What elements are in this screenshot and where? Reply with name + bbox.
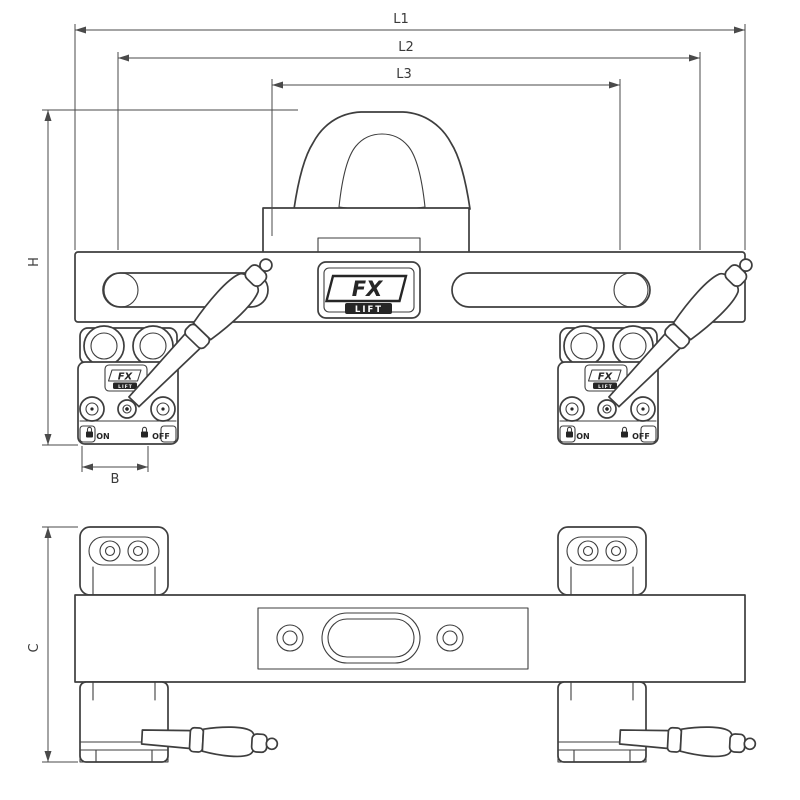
beam-notch: [317, 237, 421, 253]
slot-right: [451, 272, 651, 308]
magnet-block-bottom-right: [557, 681, 757, 763]
brand-fx: FX: [352, 277, 384, 301]
dimension-c: C: [27, 526, 78, 763]
dimension-label-l1: L1: [393, 12, 409, 27]
dimension-h: H: [27, 109, 298, 446]
center-plate: [257, 607, 529, 670]
bolt-hole-left: [276, 624, 304, 652]
brand-plate: FX LIFT: [317, 261, 421, 319]
dimension-label-b: B: [111, 472, 120, 487]
center-capsule-inner: [327, 618, 415, 658]
bolt-hole-right: [436, 624, 464, 652]
center-capsule: [321, 612, 421, 664]
dimension-label-h: H: [27, 257, 42, 267]
dimension-l1: L1: [74, 12, 746, 250]
lifting-bail: [262, 111, 471, 255]
dimension-b: B: [81, 446, 149, 487]
magnet-block-bottom-left: [79, 681, 279, 763]
bottom-view: [74, 526, 757, 763]
front-view: FX LIFT: [74, 111, 763, 445]
bolt-hole-right-inner: [442, 630, 458, 646]
slot-left-pin: [103, 272, 139, 308]
dimension-l2: L2: [117, 40, 701, 250]
dimension-l3: L3: [271, 67, 621, 250]
pole-block-top-right: [557, 526, 647, 596]
bail-base-plate: [262, 207, 470, 255]
brand-lift: LIFT: [355, 305, 383, 315]
slot-right-obround: [451, 272, 651, 308]
bolt-hole-left-inner: [282, 630, 298, 646]
dimension-label-l3: L3: [396, 67, 412, 82]
dimension-label-l2: L2: [398, 40, 414, 55]
bail-outer: [293, 111, 471, 210]
brand-band: [345, 303, 392, 314]
center-detail: [257, 607, 529, 670]
dimension-label-c: C: [27, 643, 42, 652]
brand-parallelogram: [324, 274, 408, 303]
main-beam-bottom-view: [74, 594, 746, 683]
slot-right-pin: [613, 272, 649, 308]
pole-block-top-left: [79, 526, 169, 596]
